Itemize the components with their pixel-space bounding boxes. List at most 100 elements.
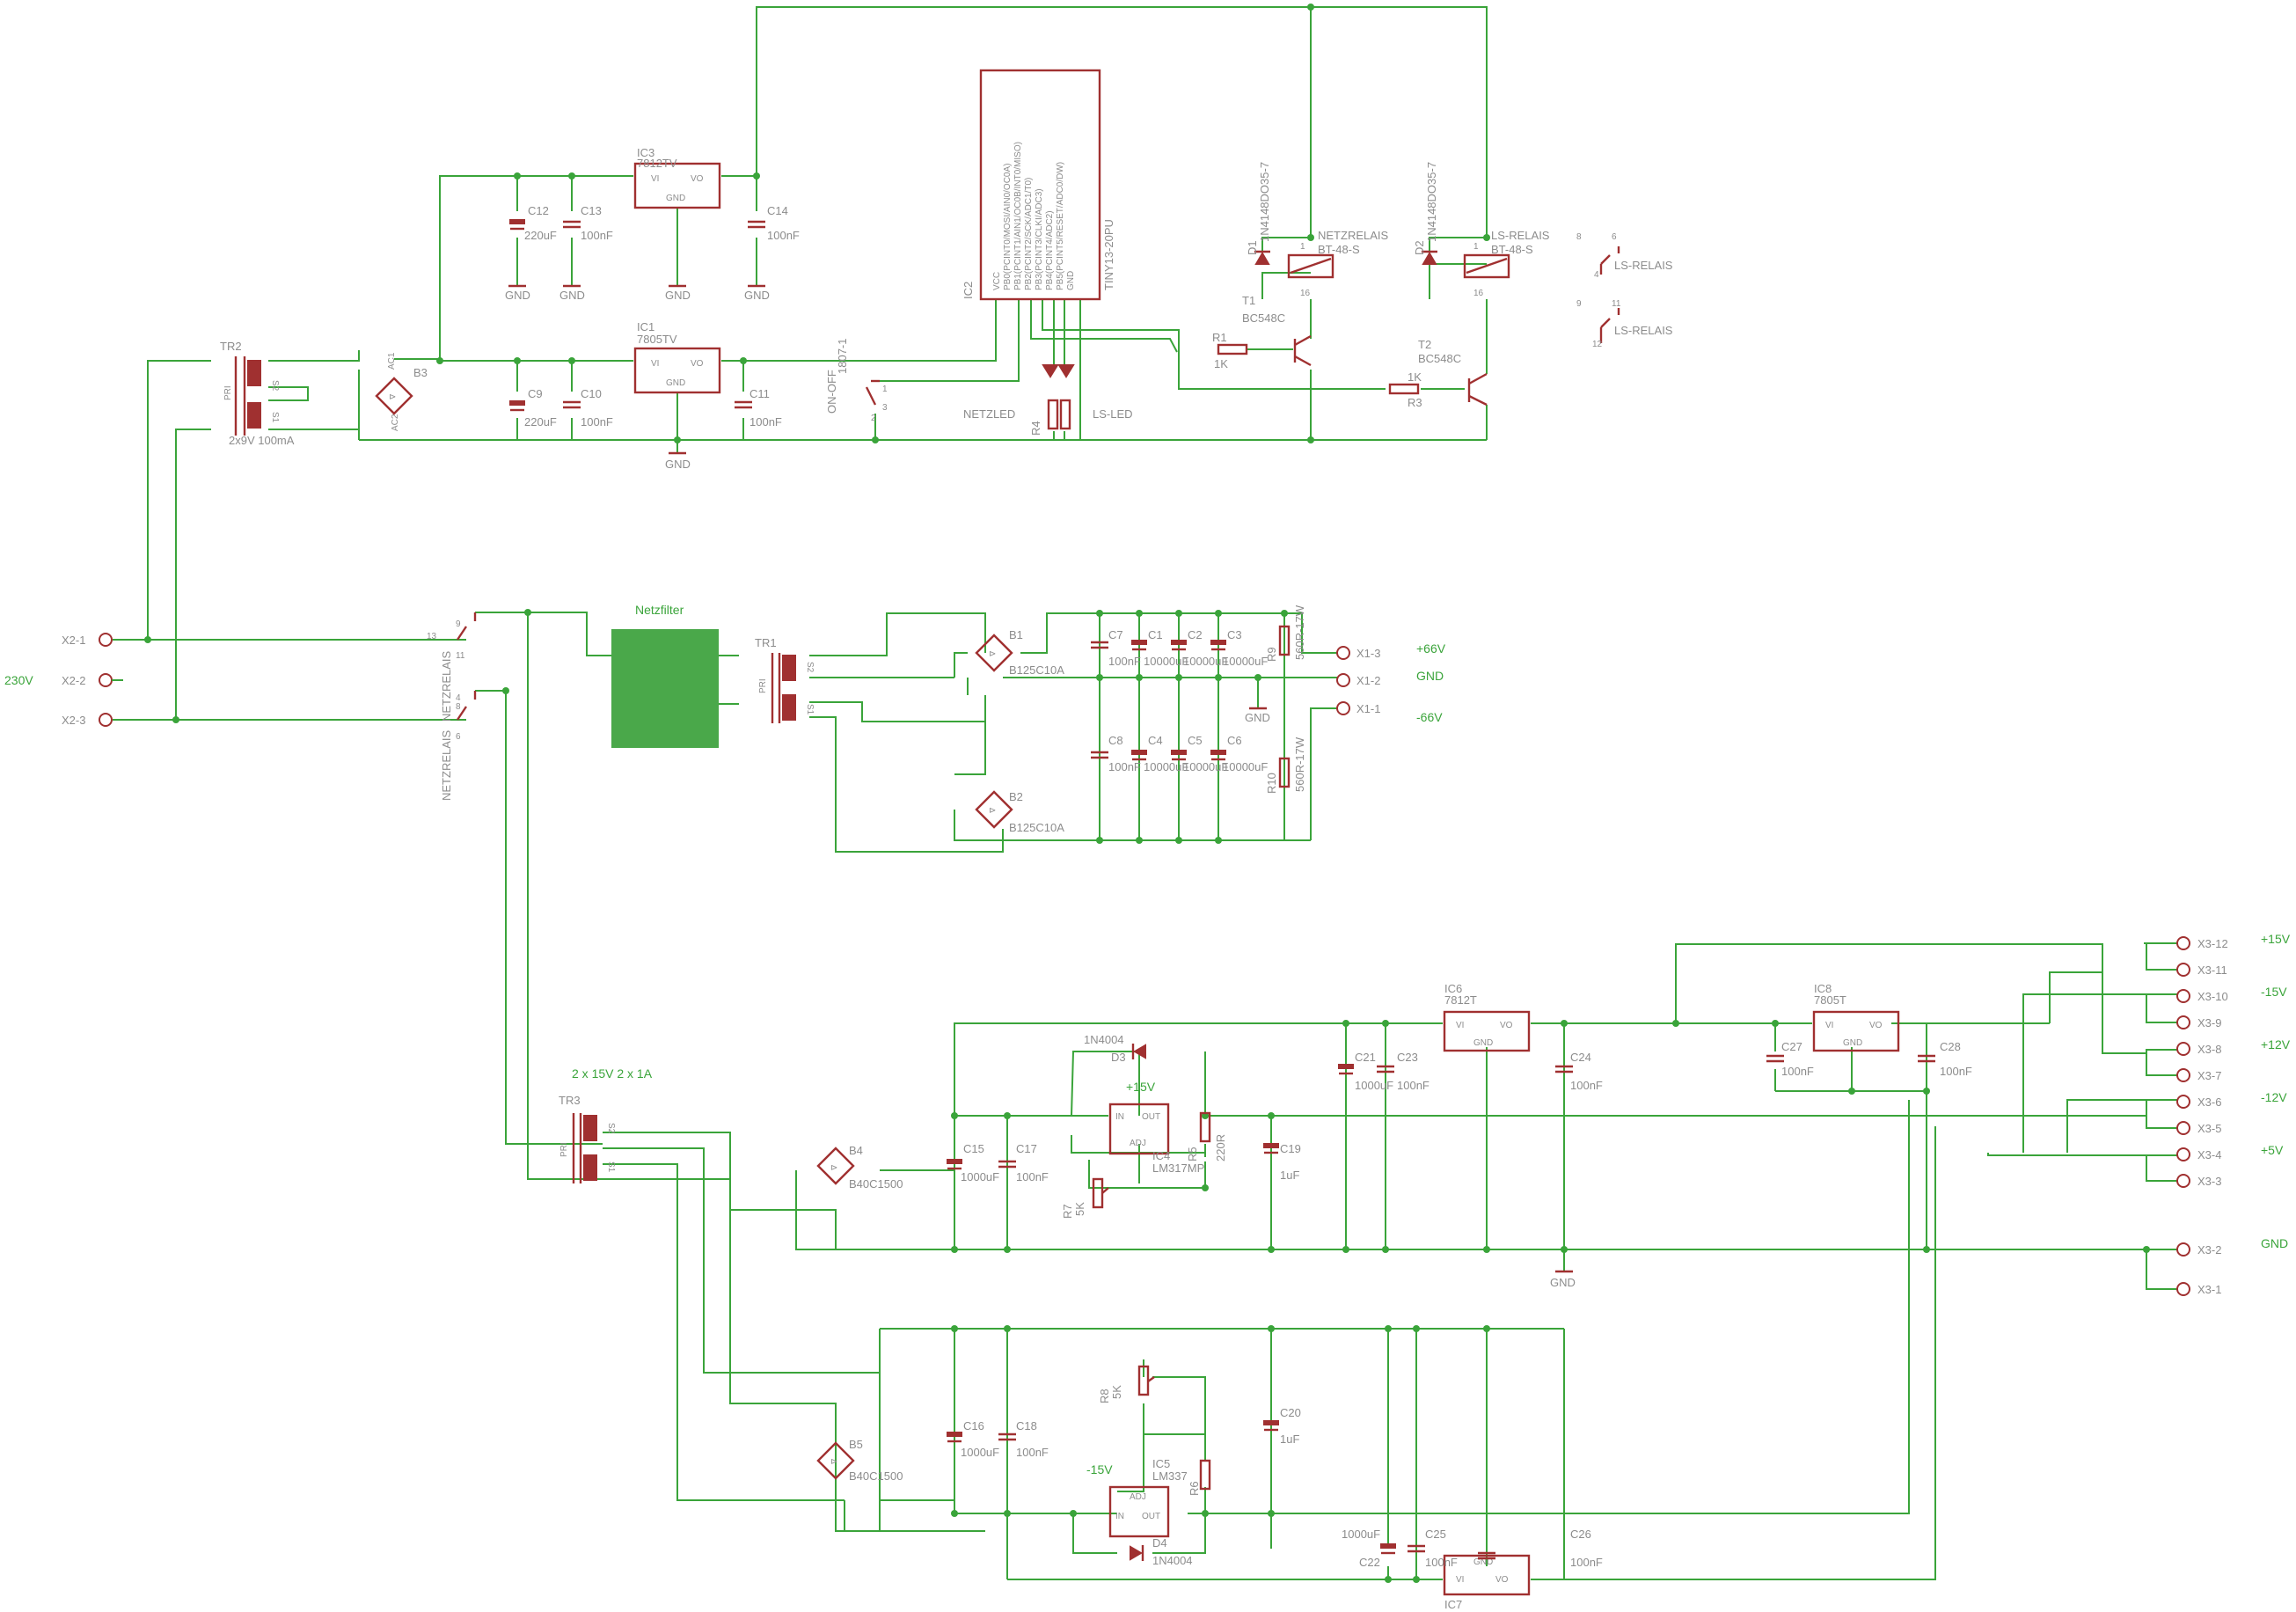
svg-text:B1: B1 [1009,628,1023,641]
svg-text:GND: GND [1550,1276,1576,1289]
svg-text:2x9V 100mA: 2x9V 100mA [229,434,295,447]
svg-text:10000uF: 10000uF [1183,760,1228,773]
svg-text:LS-LED: LS-LED [1093,407,1133,421]
svg-text:X3-1: X3-1 [2197,1283,2221,1296]
regulator-ic3[interactable]: IC3 7812TV VI VO GND [633,146,721,209]
svg-text:GND: GND [1473,1557,1493,1567]
svg-text:100nF: 100nF [749,415,782,429]
svg-text:NETZRELAIS: NETZRELAIS [440,650,453,722]
svg-text:LM317MP: LM317MP [1152,1161,1204,1175]
connectors-x3[interactable]: X3-12 X3-11 X3-10 X3-9 X3-8 X3-7 X3-6 X3… [2176,932,2291,1296]
svg-text:S1: S1 [270,412,280,423]
svg-text:C16: C16 [963,1419,984,1432]
svg-text:1N4148DO35-7: 1N4148DO35-7 [1258,162,1271,242]
svg-text:NETZRELAIS: NETZRELAIS [1318,229,1389,242]
svg-text:C10: C10 [581,387,602,400]
svg-text:GND: GND [665,458,691,471]
svg-text:8: 8 [1576,232,1582,242]
svg-text:+5V: +5V [2261,1143,2284,1157]
svg-text:100nF: 100nF [1570,1079,1603,1092]
connectors-x2[interactable]: X2-1 X2-2 X2-3 230V [4,633,123,727]
svg-text:S1: S1 [606,1161,616,1173]
svg-text:-15V: -15V [2261,985,2287,999]
svg-text:VO: VO [691,359,704,369]
svg-text:1807-1: 1807-1 [836,339,849,374]
svg-text:R3: R3 [1408,396,1422,409]
wires-top [147,6,1488,720]
bridge-b5: ⊳ B5 B40C1500 [816,1438,903,1483]
regulator-ic5[interactable]: ADJ IN OUT IC5 LM337 -15V [1086,1457,1188,1538]
svg-text:B4: B4 [849,1144,863,1157]
regulator-ic7[interactable]: VI VO GND IC7 [1443,1554,1531,1611]
svg-text:10000uF: 10000uF [1144,655,1188,668]
svg-text:100nF: 100nF [767,229,800,242]
svg-text:1: 1 [1300,242,1305,252]
svg-text:C20: C20 [1280,1406,1301,1419]
svg-text:X3-3: X3-3 [2197,1175,2221,1188]
svg-text:C12: C12 [528,204,549,217]
svg-text:B2: B2 [1009,790,1023,803]
svg-text:220R: 220R [1214,1134,1227,1161]
svg-text:5K: 5K [1073,1202,1086,1216]
svg-text:R1: R1 [1212,331,1227,344]
svg-text:-12V: -12V [2261,1090,2287,1104]
regulator-ic8[interactable]: IC8 7805T VI VO GND [1812,982,1900,1052]
svg-text:560R-17W: 560R-17W [1293,736,1306,792]
svg-text:3: 3 [882,403,888,413]
svg-text:-66V: -66V [1416,710,1443,724]
svg-text:IN: IN [1115,1512,1124,1521]
svg-text:B40C1500: B40C1500 [849,1177,903,1191]
wires-bottom [505,612,2177,1580]
svg-text:1uF: 1uF [1280,1432,1299,1446]
transformer-tr2: TR2 2x9V 100mA PRI S2 S1 [220,340,295,447]
svg-text:GND: GND [666,378,685,388]
microcontroller-ic2[interactable]: IC2 TINY13-20PU VCC PB0(PCINT0/MOSI/AIN0… [962,69,1115,301]
svg-text:VI: VI [651,174,659,184]
regulator-ic6[interactable]: IC6 7812T VI VO GND [1443,982,1531,1052]
svg-text:IC5: IC5 [1152,1457,1170,1470]
svg-text:X1-2: X1-2 [1356,674,1380,687]
svg-text:X2-3: X2-3 [62,714,85,727]
svg-text:LM337: LM337 [1152,1469,1188,1483]
svg-text:BT-48-S: BT-48-S [1318,243,1360,256]
svg-text:+15V: +15V [2261,932,2291,946]
connectors-x1[interactable]: X1-3 X1-2 X1-1 +66V GND -66V [1336,641,1446,724]
junctions [144,4,2150,1583]
svg-text:C22: C22 [1359,1556,1380,1569]
regulator-ic4[interactable]: IN OUT ADJ IC4 LM317MP +15V [1108,1080,1204,1175]
svg-text:IC8: IC8 [1814,982,1832,995]
svg-text:ADJ: ADJ [1130,1492,1146,1502]
semiconductors: D1 1N4148DO35-7 D2 1N4148DO35-7 1N4004D3… [375,162,1488,1567]
svg-text:⊳: ⊳ [389,392,396,402]
svg-text:LS-RELAIS: LS-RELAIS [1491,229,1550,242]
svg-text:IC2: IC2 [962,282,975,299]
svg-text:X3-2: X3-2 [2197,1243,2221,1257]
svg-text:GND: GND [1843,1038,1862,1048]
svg-text:C11: C11 [749,387,770,400]
svg-text:NETZRELAIS: NETZRELAIS [440,729,453,801]
svg-text:TINY13-20PU: TINY13-20PU [1102,219,1115,290]
svg-text:D1: D1 [1246,240,1259,255]
svg-text:1N4004: 1N4004 [1152,1554,1193,1567]
svg-text:10000uF: 10000uF [1183,655,1228,668]
svg-text:100nF: 100nF [1397,1079,1430,1092]
svg-text:GND: GND [666,194,685,203]
regulator-ic1[interactable]: IC1 7805TV VI VO GND [633,320,721,394]
svg-text:100nF: 100nF [1781,1065,1814,1078]
svg-text:IC4: IC4 [1152,1149,1170,1162]
svg-text:1K: 1K [1214,357,1228,370]
